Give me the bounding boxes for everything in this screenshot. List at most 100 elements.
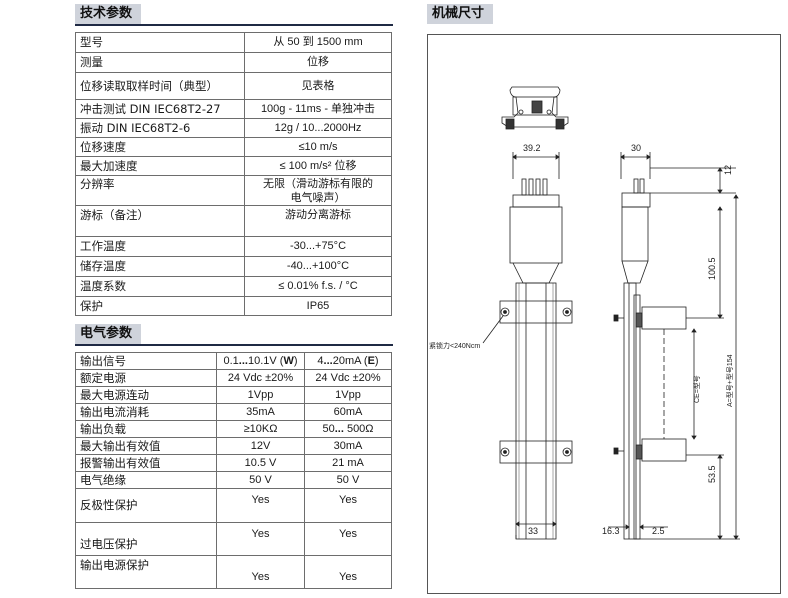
param-value: 位移 (244, 52, 392, 73)
param-label: 冲击测试 DIN IEC68T2-27 (75, 99, 245, 119)
dim-100-5: 100.5 (707, 257, 717, 280)
tech-section-underline (75, 24, 393, 26)
param-label: 分辨率 (75, 175, 245, 206)
table-row: 冲击测试 DIN IEC68T2-27 100g - 11ms - 单独冲击 (75, 99, 392, 119)
elec-section-heading: 电气参数 (75, 324, 141, 344)
elec-value-w: 10.5 V (216, 454, 305, 472)
table-row: 位移读取取样时间（典型） 见表格 (75, 72, 392, 100)
dim-12: 12 (723, 165, 733, 175)
dim-2-5: 2.5 (652, 526, 665, 536)
table-row: 温度系数 ≤ 0.01% f.s. / °C (75, 276, 392, 297)
elec-value-w: Yes (216, 488, 305, 523)
elec-label: 过电压保护 (75, 522, 217, 556)
table-row: 额定电源 24 Vdc ±20% 24 Vdc ±20% (75, 369, 392, 387)
table-row: 报警输出有效值 10.5 V 21 mA (75, 454, 392, 472)
param-value: 无限（滑动游标有限的 电气噪声） (244, 175, 392, 206)
elec-label: 报警输出有效值 (75, 454, 217, 472)
param-label: 最大加速度 (75, 156, 245, 176)
param-value: -40...+100°C (244, 256, 392, 277)
elec-value-e: 4...20mA (E) (304, 352, 392, 370)
dim-53-5: 53.5 (707, 465, 717, 483)
param-label: 保护 (75, 296, 245, 316)
tech-params-table: 型号 从 50 到 1500 mm 测量 位移 位移读取取样时间（典型） 见表格… (75, 32, 392, 316)
ce-model-label: CE=型号 (692, 375, 701, 403)
table-row: 电气绝缘 50 V 50 V (75, 471, 392, 489)
clamp-force-note: 紧锁力<240Ncm (429, 341, 480, 350)
table-row: 保护 IP65 (75, 296, 392, 316)
mech-section-heading: 机械尺寸 (427, 4, 493, 24)
elec-value-w: 35mA (216, 403, 305, 421)
elec-value-w: 24 Vdc ±20% (216, 369, 305, 387)
table-row: 最大输出有效值 12V 30mA (75, 437, 392, 455)
tech-section-heading: 技术参数 (75, 4, 141, 24)
table-row: 储存温度 -40...+100°C (75, 256, 392, 277)
table-row: 输出负载 ≥10KΩ 50... 500Ω (75, 420, 392, 438)
elec-value-w: 1Vpp (216, 386, 305, 404)
param-value: 游动分离游标 (244, 205, 392, 237)
resolution-line-2: 电气噪声） (290, 191, 346, 204)
table-row: 型号 从 50 到 1500 mm (75, 32, 392, 53)
table-row: 振动 DIN IEC68T2-6 12g / 10...2000Hz (75, 118, 392, 138)
table-row: 过电压保护 Yes Yes (75, 522, 392, 556)
mechanical-drawing-frame: 39.2 30 12 100.5 53.5 33 16.3 2.5 紧锁力<24… (427, 34, 781, 594)
elec-label: 最大电源连动 (75, 386, 217, 404)
elec-value-w: 12V (216, 437, 305, 455)
elec-value-e: 30mA (304, 437, 392, 455)
param-label: 位移速度 (75, 137, 245, 157)
table-row: 工作温度 -30...+75°C (75, 236, 392, 257)
elec-section-underline (75, 344, 393, 346)
table-row: 测量 位移 (75, 52, 392, 73)
a-model-label: A=型号+型号154 (725, 354, 734, 407)
elec-label: 输出负载 (75, 420, 217, 438)
param-label: 工作温度 (75, 236, 245, 257)
side-view (608, 152, 740, 540)
table-row: 分辨率 无限（滑动游标有限的 电气噪声） (75, 175, 392, 206)
table-row: 最大电源连动 1Vpp 1Vpp (75, 386, 392, 404)
elec-value-w: 0.1...10.1V (W) (216, 352, 305, 370)
param-value: 100g - 11ms - 单独冲击 (244, 99, 392, 119)
elec-label: 反极性保护 (75, 488, 217, 523)
mechanical-drawing: 39.2 30 12 100.5 53.5 33 16.3 2.5 紧锁力<24… (429, 86, 740, 540)
elec-value-w: ≥10KΩ (216, 420, 305, 438)
param-value: IP65 (244, 296, 392, 316)
elec-label: 输出电源保护 (75, 555, 217, 589)
elec-label: 额定电源 (75, 369, 217, 387)
dim-16-3: 16.3 (602, 526, 620, 536)
param-value: 12g / 10...2000Hz (244, 118, 392, 138)
param-value: ≤ 100 m/s² 位移 (244, 156, 392, 176)
elec-value-e: 50... 500Ω (304, 420, 392, 438)
elec-value-e: 24 Vdc ±20% (304, 369, 392, 387)
param-label: 振动 DIN IEC68T2-6 (75, 118, 245, 138)
elec-label: 电气绝缘 (75, 471, 217, 489)
table-row: 位移速度 ≤10 m/s (75, 137, 392, 157)
param-value: -30...+75°C (244, 236, 392, 257)
dim-30: 30 (631, 143, 641, 153)
table-row: 最大加速度 ≤ 100 m/s² 位移 (75, 156, 392, 176)
param-label: 型号 (75, 32, 245, 53)
elec-value-e: 60mA (304, 403, 392, 421)
top-view (501, 86, 569, 130)
front-view (482, 152, 573, 540)
elec-value-e: 21 mA (304, 454, 392, 472)
param-label: 温度系数 (75, 276, 245, 297)
elec-value-w: Yes (216, 555, 305, 589)
param-label: 测量 (75, 52, 245, 73)
elec-value-e: 50 V (304, 471, 392, 489)
table-row: 反极性保护 Yes Yes (75, 488, 392, 523)
elec-value-e: Yes (304, 555, 392, 589)
table-row: 游标（备注） 游动分离游标 (75, 205, 392, 237)
param-label: 游标（备注） (75, 205, 245, 237)
resolution-line-1: 无限（滑动游标有限的 (263, 177, 373, 190)
param-value: ≤ 0.01% f.s. / °C (244, 276, 392, 297)
dim-39-2: 39.2 (523, 143, 541, 153)
table-row: 输出电流消耗 35mA 60mA (75, 403, 392, 421)
elec-value-e: Yes (304, 488, 392, 523)
param-label: 储存温度 (75, 256, 245, 277)
elec-value-w: 50 V (216, 471, 305, 489)
table-row: 输出电源保护 Yes Yes (75, 555, 392, 589)
elec-value-w: Yes (216, 522, 305, 556)
elec-value-e: Yes (304, 522, 392, 556)
param-value: 从 50 到 1500 mm (244, 32, 392, 53)
param-value: ≤10 m/s (244, 137, 392, 157)
param-label: 位移读取取样时间（典型） (75, 72, 245, 100)
